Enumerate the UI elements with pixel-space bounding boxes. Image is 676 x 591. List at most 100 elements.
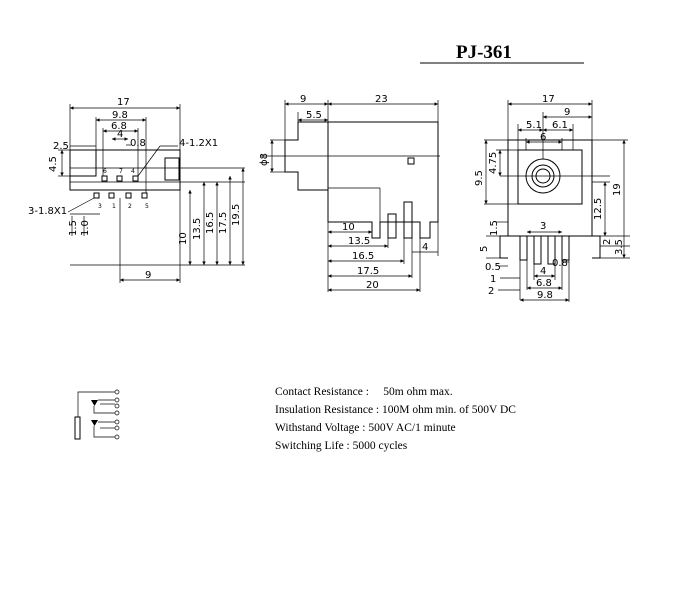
dim-17: 17: [542, 94, 555, 105]
dim-4: 4: [422, 242, 428, 253]
right-feet: [499, 235, 601, 259]
pin-label: 6: [103, 168, 107, 175]
dim-6: 6: [540, 132, 546, 143]
switch-schematic: [74, 389, 120, 440]
front-pin: [547, 235, 556, 265]
dim-9: 9: [564, 107, 570, 118]
middle-pin: [387, 213, 397, 239]
schematic-wire: [77, 391, 115, 417]
terminal: [114, 434, 120, 440]
dim-9-8: 9.8: [537, 290, 553, 301]
terminal: [114, 410, 120, 416]
pin-pad: [141, 192, 148, 199]
dim-1-5: 1.5: [489, 220, 500, 236]
pin-pad: [116, 175, 123, 182]
spec-contact-resistance: Contact Resistance : 50m ohm max.: [275, 386, 453, 398]
pin-pad: [132, 175, 139, 182]
right-inner-frame: [517, 149, 583, 205]
dim-4-5: 4.5: [48, 156, 59, 172]
dim-3: 3: [540, 221, 546, 232]
left-corner-notch: [69, 149, 97, 177]
terminal: [114, 403, 120, 409]
dim-9-5: 9.5: [474, 170, 485, 186]
dim-6-1: 6.1: [552, 120, 568, 131]
callout-4-1-2x1: 4-1.2X1: [179, 138, 218, 149]
right-body-outline: [507, 139, 593, 237]
terminal: [114, 389, 120, 395]
dim-5: 5: [479, 246, 490, 252]
middle-body-outline: [327, 121, 439, 239]
pin-label: 7: [119, 168, 123, 175]
left-body-outline: [69, 149, 181, 191]
middle-view-side: 9 23 5.5 ϕ8 10 13.5 16.5 17.5 20 4: [259, 94, 440, 292]
dim-17-5: 17.5: [218, 212, 229, 234]
pin-pad: [125, 192, 132, 199]
middle-barrel: [284, 121, 329, 191]
dim-6-8: 6.8: [536, 278, 552, 289]
dim-9-8: 9.8: [112, 110, 128, 121]
dim-19-5: 19.5: [231, 204, 242, 226]
dim-9: 9: [300, 94, 306, 105]
spec-switching-life: Switching Life : 5000 cycles: [275, 440, 408, 452]
dim-0-8: 0.8: [552, 258, 568, 269]
dim-17-5: 17.5: [357, 266, 379, 277]
specifications: Contact Resistance : 50m ohm max. Insula…: [275, 386, 516, 452]
front-pin: [561, 235, 570, 261]
dim-1-5: 1.5: [68, 220, 79, 236]
left-view-footprint: 6 7 4 3 1 2 5 17 9.8 6.8 4 0.8 4.5 2.5: [28, 97, 245, 283]
dim-phi-8: ϕ8: [259, 153, 270, 166]
dim-10: 10: [178, 232, 189, 245]
tip-contact-arrow: [91, 400, 98, 406]
right-pins: [519, 235, 570, 265]
terminal: [114, 425, 120, 431]
dim-5-5: 5.5: [306, 110, 322, 121]
dim-4: 4: [540, 266, 546, 277]
dim-2: 2: [602, 239, 613, 245]
dim-1: 1: [490, 274, 496, 285]
callout-3-1-8x1: 3-1.8X1: [28, 206, 67, 217]
dim-13-5: 13.5: [192, 218, 203, 240]
dim-4-75: 4.75: [488, 152, 499, 174]
left-tab: [164, 157, 180, 181]
dim-2: 2: [488, 286, 494, 297]
dim-5-1: 5.1: [526, 120, 542, 131]
dim-3-5: 3.5: [614, 239, 625, 255]
dim-16-5: 16.5: [205, 212, 216, 234]
front-pin: [533, 235, 542, 265]
middle-pin: [403, 201, 413, 239]
dim-20: 20: [366, 280, 379, 291]
pin-label: 5: [145, 203, 149, 210]
sleeve-contact: [74, 416, 81, 440]
dim-2-5: 2.5: [53, 141, 69, 152]
terminal: [114, 397, 120, 403]
pin-label: 3: [98, 203, 102, 210]
dim-23: 23: [375, 94, 388, 105]
pin-pad: [101, 175, 108, 182]
dim-0-5: 0.5: [485, 262, 501, 273]
pin-pad: [108, 192, 115, 199]
pin-label: 1: [112, 203, 116, 210]
dim-19: 19: [612, 183, 623, 196]
dim-6-8: 6.8: [111, 121, 127, 132]
dim-0-8: 0.8: [130, 138, 146, 149]
right-view-front: 17 9 5.1 6.1 6 4.75 9.5 19 12.5 2 3.5: [474, 94, 630, 302]
dim-13-5: 13.5: [348, 236, 370, 247]
dim-width-17: 17: [117, 97, 130, 108]
dim-4: 4: [117, 129, 123, 140]
dim-10: 10: [342, 222, 355, 233]
ring-contact-arrow: [91, 420, 98, 426]
left-pin-pads: [93, 175, 148, 199]
dim-bottom-9: 9: [145, 270, 151, 281]
pin-label: 2: [128, 203, 132, 210]
pin-pad: [93, 192, 100, 199]
front-pin: [519, 235, 528, 261]
spec-withstand-voltage: Withstand Voltage : 500V AC/1 minute: [275, 422, 456, 434]
spec-insulation-resistance: Insulation Resistance : 100M ohm min. of…: [275, 404, 516, 416]
part-number-title: PJ-361: [456, 42, 512, 63]
dim-1-0: 1.0: [80, 220, 91, 236]
terminal: [114, 419, 120, 425]
pin-label: 4: [131, 168, 135, 175]
middle-marker: [407, 157, 415, 165]
